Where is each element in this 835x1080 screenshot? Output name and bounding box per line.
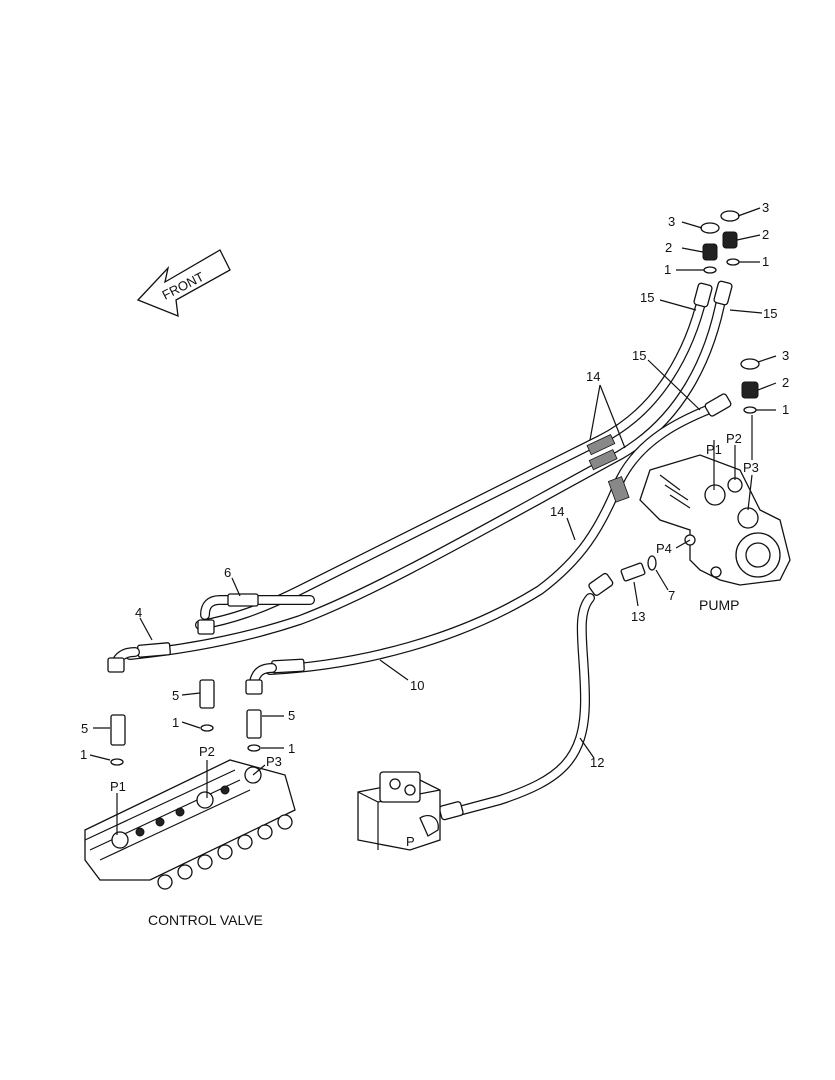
- port-p2: P2: [726, 431, 742, 446]
- callout-3: 3: [668, 214, 675, 229]
- callout-12: 12: [590, 755, 604, 770]
- callout-14: 14: [586, 369, 600, 384]
- callout-1: 1: [762, 254, 769, 269]
- hose-14-upper: [195, 290, 708, 630]
- callout-1: 1: [172, 715, 179, 730]
- callout-1: 1: [782, 402, 789, 417]
- hose-12: [438, 572, 614, 821]
- cv-fitting-p1: [107, 657, 126, 766]
- callout-13: 13: [631, 609, 645, 624]
- hose-4: [125, 290, 727, 660]
- callout-1: 1: [288, 741, 295, 756]
- callout-2: 2: [762, 227, 769, 242]
- hose-6: [200, 593, 315, 620]
- block-port-p: P: [406, 834, 415, 849]
- pump-fitting-stack-p3: [740, 358, 760, 414]
- callout-6: 6: [224, 565, 231, 580]
- callout-14: 14: [550, 504, 564, 519]
- control-valve-caption: CONTROL VALVE: [148, 912, 263, 928]
- port-p1: P1: [706, 442, 722, 457]
- callout-7: 7: [668, 588, 675, 603]
- callout-1: 1: [664, 262, 671, 277]
- callout-1: 1: [80, 747, 87, 762]
- pump-fitting-stack-right: [720, 210, 740, 266]
- callout-15: 15: [763, 306, 777, 321]
- front-arrow: FRONT: [136, 249, 231, 318]
- callout-5: 5: [172, 688, 179, 703]
- callout-3: 3: [762, 200, 769, 215]
- hose-10-end: [249, 658, 305, 687]
- fitting-13: [620, 562, 646, 582]
- port-p3-cv: P3: [266, 754, 282, 769]
- hose-14-lower: [265, 400, 725, 675]
- hose-end-fittings-15: [693, 280, 733, 417]
- pump-caption: PUMP: [699, 597, 739, 613]
- oring-7: [647, 555, 657, 571]
- port-p1-cv: P1: [110, 779, 126, 794]
- callout-10: 10: [410, 678, 424, 693]
- port-p2-cv: P2: [199, 744, 215, 759]
- callout-4: 4: [135, 605, 142, 620]
- pump-fitting-stack-left: [700, 222, 720, 274]
- port-p3: P3: [743, 460, 759, 475]
- callout-15: 15: [640, 290, 654, 305]
- control-valve-body: [84, 759, 296, 890]
- leader-lines: [89, 207, 777, 835]
- cv-fitting-p2: [197, 619, 215, 732]
- callout-5: 5: [81, 721, 88, 736]
- cv-fitting-p3: [245, 679, 263, 752]
- callout-3: 3: [782, 348, 789, 363]
- relief-block: [357, 771, 441, 851]
- callout-2: 2: [665, 240, 672, 255]
- callout-2: 2: [782, 375, 789, 390]
- callout-5: 5: [288, 708, 295, 723]
- port-p4: P4: [656, 541, 672, 556]
- callout-15: 15: [632, 348, 646, 363]
- pump-body: [639, 454, 791, 586]
